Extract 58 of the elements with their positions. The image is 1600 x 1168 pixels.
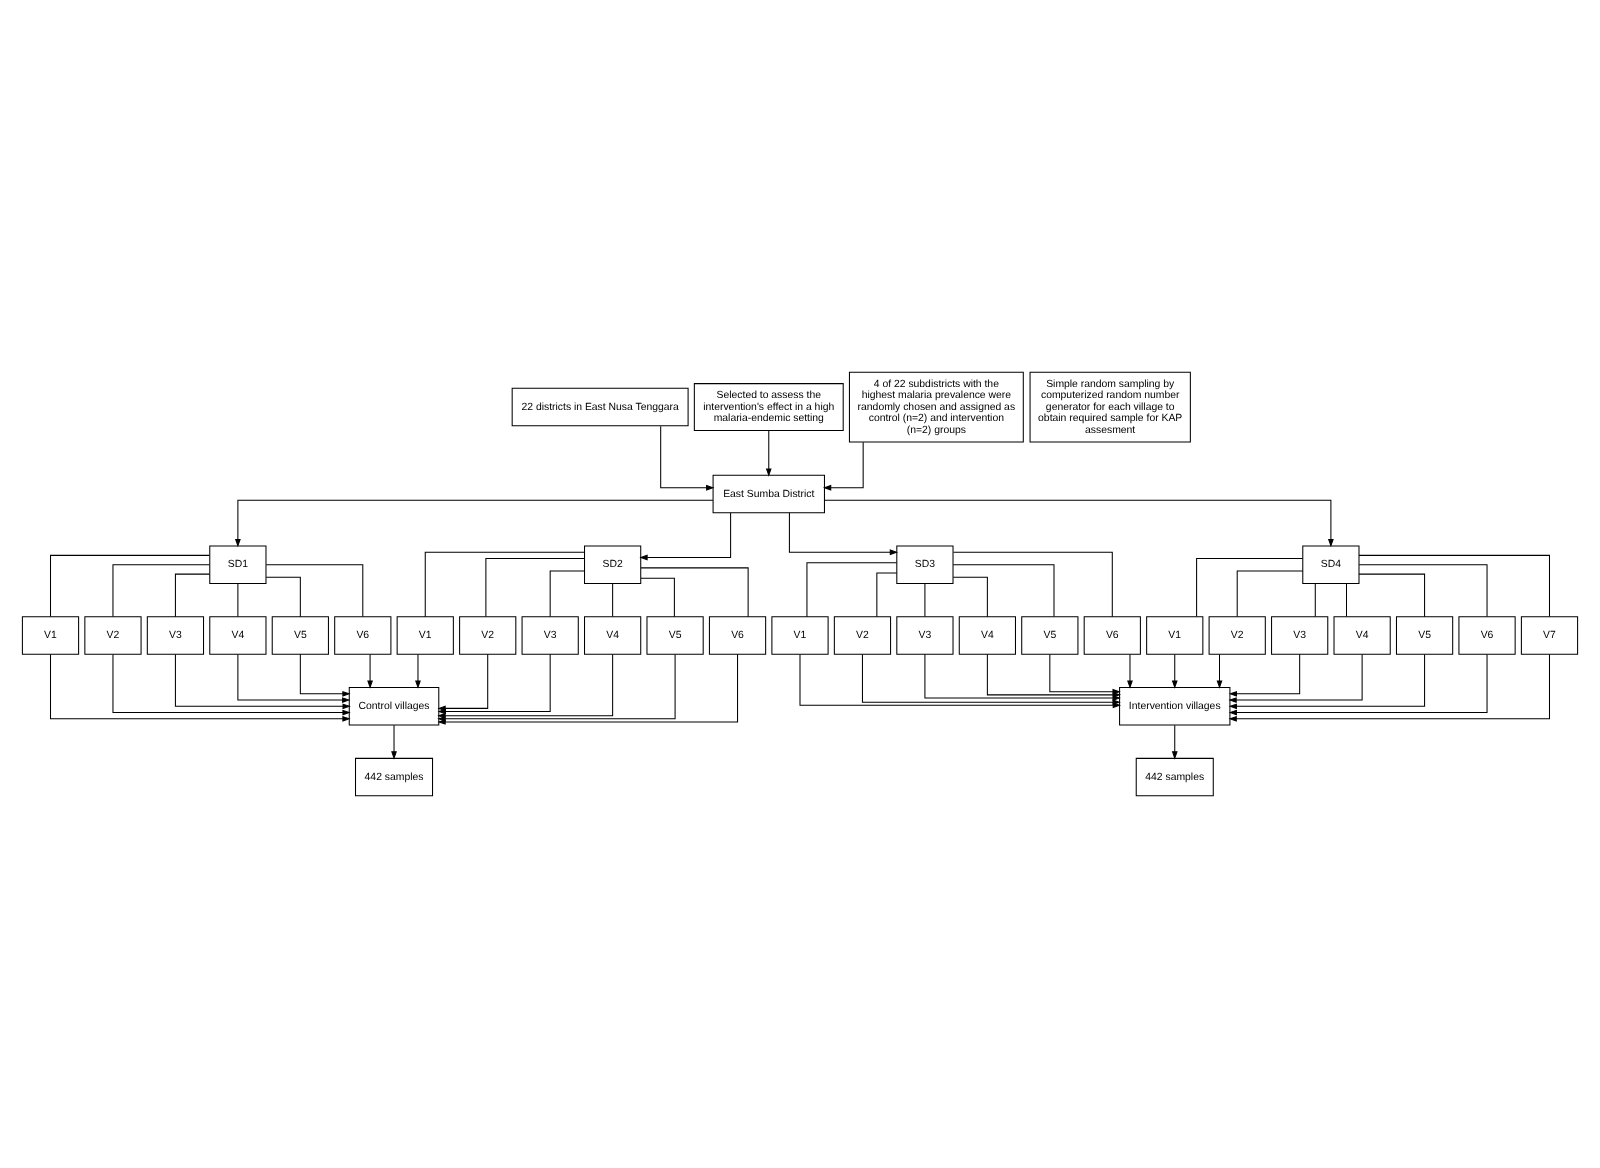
arrow: [437, 653, 676, 722]
connector: [174, 573, 211, 618]
arrow: [437, 653, 551, 715]
arrow: [1127, 653, 1133, 689]
arrow: [234, 499, 714, 548]
arrow: [237, 654, 351, 703]
arrow: [986, 653, 1122, 698]
connector: [424, 551, 585, 618]
arrow: [822, 441, 864, 491]
connector: [485, 558, 585, 617]
arrow: [367, 653, 373, 689]
connector: [612, 583, 614, 618]
connector: [1358, 564, 1488, 618]
arrow: [924, 653, 1121, 701]
arrow: [50, 653, 351, 722]
connector: [806, 562, 898, 618]
connector: [112, 564, 211, 618]
arrow: [639, 512, 732, 561]
arrow: [861, 653, 1121, 706]
connector: [265, 576, 301, 618]
connector: [237, 583, 239, 618]
arrow: [1228, 653, 1550, 722]
connector: [265, 564, 364, 618]
arrow: [391, 724, 397, 760]
arrow: [660, 425, 715, 491]
connector: [952, 576, 988, 618]
connector: [640, 577, 675, 618]
arrow: [1228, 654, 1363, 703]
connector: [1346, 583, 1348, 618]
connector: [1314, 583, 1316, 618]
connector: [952, 551, 1113, 618]
arrow: [1049, 654, 1121, 695]
arrow: [1171, 724, 1178, 760]
connector: [549, 570, 585, 618]
connector: [924, 583, 926, 618]
arrow: [788, 512, 899, 556]
connector: [1236, 570, 1304, 618]
connector: [640, 567, 749, 618]
arrow: [1216, 653, 1223, 689]
arrow: [1171, 653, 1178, 689]
arrow: [1228, 653, 1301, 697]
arrow: [1228, 654, 1488, 716]
arrow: [299, 653, 351, 697]
connector: [952, 564, 1055, 618]
arrow: [437, 653, 489, 712]
arrow: [824, 499, 1334, 548]
arrow: [437, 654, 614, 719]
arrow: [112, 654, 351, 716]
arrow: [437, 653, 739, 725]
arrow: [174, 653, 351, 710]
connector: [1196, 558, 1304, 617]
connector: [1358, 554, 1550, 618]
arrow: [415, 653, 421, 689]
connector: [876, 572, 898, 618]
arrow: [1228, 653, 1426, 710]
connector: [1358, 573, 1426, 618]
connector: [50, 554, 210, 618]
arrow: [765, 430, 772, 477]
